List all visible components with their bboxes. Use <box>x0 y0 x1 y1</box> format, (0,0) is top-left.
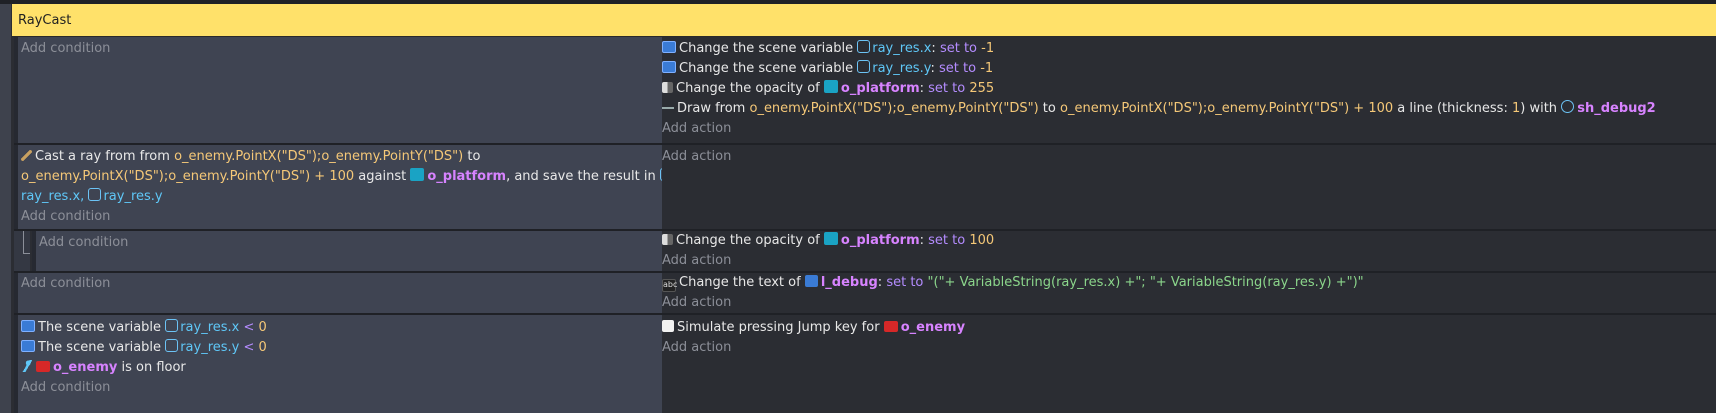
action-row[interactable]: Draw from o_enemy.PointX("DS");o_enemy.P… <box>662 99 1656 119</box>
variable-name: ray_res.y <box>180 340 240 355</box>
condition-row[interactable]: o_enemy is on floor <box>21 358 186 378</box>
event1-conditions[interactable]: Add condition <box>14 37 662 143</box>
platform-object-icon <box>410 168 425 181</box>
event5-conditions[interactable]: The scene variable ray_res.x < 0 The sce… <box>14 315 662 413</box>
sub-event-indent <box>14 231 30 271</box>
variable-ref-icon <box>857 40 871 53</box>
group-header[interactable]: RayCast <box>12 4 1716 37</box>
opacity-icon <box>662 234 673 245</box>
condition-row[interactable]: Cast a ray from from o_enemy.PointX("DS"… <box>21 147 480 167</box>
variable-name: ray_res.x <box>872 41 932 56</box>
object-name: o_enemy <box>53 360 118 375</box>
object-name: o_platform <box>427 169 507 184</box>
add-condition-link[interactable]: Add condition <box>21 380 111 395</box>
action-row[interactable]: Change the scene variable ray_res.x: set… <box>662 39 994 59</box>
event2-actions[interactable]: Add action <box>662 145 1716 229</box>
raycast-icon <box>21 150 32 161</box>
platform-object-icon <box>823 232 838 245</box>
object-name: o_enemy <box>900 320 966 335</box>
condition-row[interactable]: The scene variable ray_res.x < 0 <box>21 318 267 338</box>
platformer-icon <box>21 360 33 372</box>
variable-ref-icon <box>165 339 179 352</box>
object-name: l_debug <box>820 275 878 290</box>
add-condition-link[interactable]: Add condition <box>39 235 129 250</box>
shape-painter-icon <box>1561 100 1575 113</box>
condition-row[interactable]: The scene variable ray_res.y < 0 <box>21 338 267 358</box>
event2-conditions[interactable]: Cast a ray from from o_enemy.PointX("DS"… <box>14 145 673 229</box>
key-icon <box>662 320 674 332</box>
condition-row-cont[interactable]: o_enemy.PointX("DS");o_enemy.PointY("DS"… <box>21 167 675 187</box>
variable-name: ray_res.x, <box>21 189 85 204</box>
opacity-icon <box>662 82 673 93</box>
add-action-link[interactable]: Add action <box>662 340 732 355</box>
variable-icon <box>662 41 676 53</box>
enemy-object-icon <box>36 361 50 372</box>
event-separator <box>14 271 1716 273</box>
object-name: o_platform <box>840 233 920 248</box>
top-strip <box>0 0 1716 4</box>
event-gutter[interactable] <box>0 4 12 413</box>
add-condition-link[interactable]: Add condition <box>21 209 111 224</box>
variable-ref-icon <box>88 188 102 201</box>
event3-conditions[interactable]: Add condition <box>32 231 662 271</box>
action-row[interactable]: Change the opacity of o_platform: set to… <box>662 79 994 99</box>
variable-ref-icon <box>857 60 871 73</box>
sub-event-connector <box>23 231 30 254</box>
action-row[interactable]: Change the opacity of o_platform: set to… <box>662 231 994 251</box>
group-title: RayCast <box>18 13 72 28</box>
add-action-link[interactable]: Add action <box>662 295 732 310</box>
enemy-object-icon <box>883 321 898 332</box>
event4-conditions[interactable]: Add condition <box>14 273 662 313</box>
event-separator <box>14 229 1716 231</box>
condition-row-cont[interactable]: ray_res.x, ray_res.y <box>21 187 163 207</box>
add-action-link[interactable]: Add action <box>662 121 732 136</box>
add-action-link[interactable]: Add action <box>662 149 732 164</box>
line-icon <box>662 107 674 109</box>
text-icon: abc <box>662 279 677 292</box>
variable-name: ray_res.y <box>872 61 931 76</box>
object-name: o_platform <box>840 81 920 96</box>
variable-name: ray_res.x <box>180 320 240 335</box>
variable-icon <box>21 340 35 352</box>
event1-actions[interactable]: Change the scene variable ray_res.x: set… <box>662 37 1716 143</box>
object-name: sh_debug2 <box>1577 101 1656 116</box>
event-separator <box>14 313 1716 315</box>
platform-object-icon <box>823 80 838 93</box>
variable-icon <box>21 320 35 332</box>
add-condition-link[interactable]: Add condition <box>21 276 111 291</box>
add-action-link[interactable]: Add action <box>662 253 732 268</box>
add-condition-link[interactable]: Add condition <box>21 41 111 56</box>
event-separator <box>14 143 1716 145</box>
variable-ref-icon <box>165 319 179 332</box>
text-object-icon <box>804 275 818 287</box>
event3-actions[interactable]: Change the opacity of o_platform: set to… <box>662 231 1716 271</box>
event5-actions[interactable]: Simulate pressing Jump key for o_enemy A… <box>662 315 1716 413</box>
action-row[interactable]: Simulate pressing Jump key for o_enemy <box>662 318 965 338</box>
variable-icon <box>662 61 676 73</box>
action-row[interactable]: Change the scene variable ray_res.y: set… <box>662 59 993 79</box>
variable-name: ray_res.y <box>103 189 163 204</box>
